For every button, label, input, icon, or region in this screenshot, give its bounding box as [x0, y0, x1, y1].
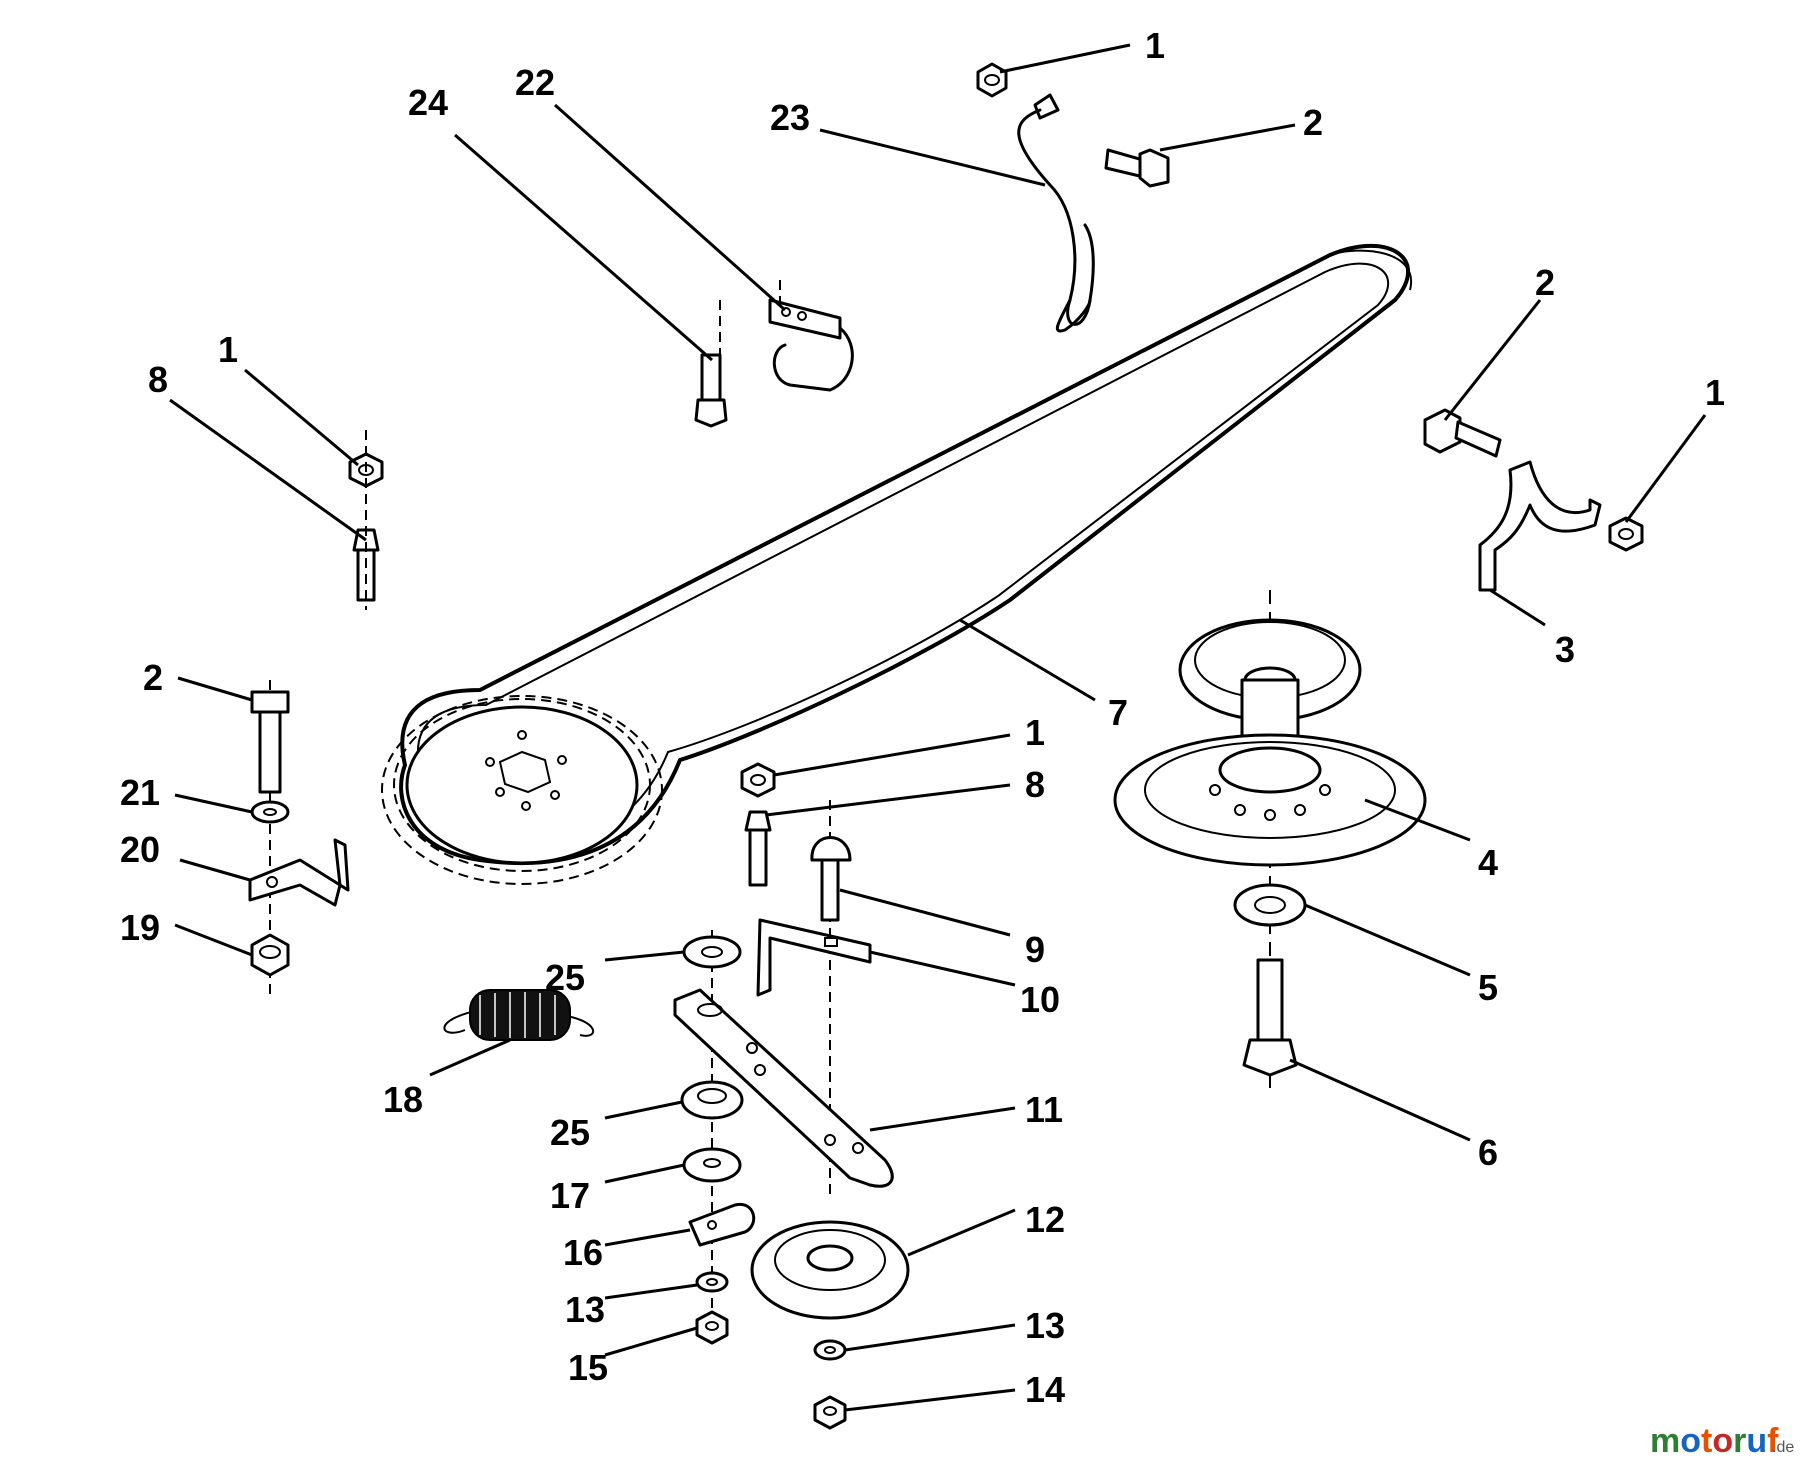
- callout-1: 1: [218, 329, 238, 370]
- idler-pulley-12: [750, 1220, 910, 1320]
- lock-washer-5: [1233, 883, 1307, 927]
- watermark-brand: motoruf: [1650, 1422, 1779, 1460]
- callout-16: 16: [563, 1232, 603, 1273]
- belt-guide-23: [1017, 93, 1095, 333]
- lock-nut-19: [250, 933, 290, 977]
- bushing-25a: [682, 935, 742, 969]
- engine-pulley: [381, 695, 663, 885]
- idler-bracket-20: [248, 838, 350, 907]
- spring-clip-16: [688, 1202, 756, 1247]
- callout-13: 13: [1025, 1305, 1065, 1346]
- watermark-letter: r: [1733, 1422, 1746, 1460]
- belt-guide-22: [719, 280, 854, 392]
- washer-13b: [813, 1339, 847, 1361]
- callout-25: 25: [545, 957, 585, 998]
- screw-24: [694, 353, 728, 428]
- callout-1: 1: [1705, 372, 1725, 413]
- callout-6: 6: [1478, 1132, 1498, 1173]
- bushing-25b: [680, 1080, 744, 1120]
- callout-labels: 1 2 23 22 24 2 1 1 8 3 7 2 1 8 21 20 4 9…: [120, 25, 1725, 1410]
- transmission-pulley-4: [1113, 590, 1427, 1090]
- callout-2: 2: [1535, 262, 1555, 303]
- callout-1: 1: [1025, 712, 1045, 753]
- callout-24: 24: [408, 82, 448, 123]
- callout-1: 1: [1145, 25, 1165, 66]
- belt-guide-3: [1478, 460, 1602, 592]
- leader-lines: [169, 43, 1707, 1412]
- hex-nut-1a: [976, 62, 1008, 98]
- flat-washer-17: [682, 1147, 742, 1183]
- watermark-letter: f: [1767, 1422, 1779, 1460]
- callout-12: 12: [1025, 1199, 1065, 1240]
- callout-10: 10: [1020, 979, 1060, 1020]
- callout-2: 2: [1303, 102, 1323, 143]
- watermark-letter: t: [1701, 1422, 1712, 1460]
- bolt-2a: [1104, 148, 1170, 188]
- bolt-2b: [1423, 408, 1502, 458]
- callout-18: 18: [383, 1079, 423, 1120]
- washer-21: [250, 800, 290, 824]
- callout-14: 14: [1025, 1369, 1065, 1410]
- watermark-logo: motoruf .de: [1650, 1422, 1794, 1460]
- hex-nut-1b: [1608, 516, 1644, 552]
- watermark-letter: o: [1680, 1422, 1701, 1460]
- callout-19: 19: [120, 907, 160, 948]
- bolt-6: [1242, 958, 1298, 1077]
- bolt-2c: [250, 690, 290, 794]
- washer-13a: [695, 1271, 729, 1293]
- callout-5: 5: [1478, 967, 1498, 1008]
- watermark-suffix: .de: [1772, 1439, 1794, 1456]
- hex-nut-1d: [740, 762, 776, 798]
- callout-13: 13: [565, 1289, 605, 1330]
- callout-9: 9: [1025, 929, 1045, 970]
- callout-4: 4: [1478, 842, 1498, 883]
- callout-8: 8: [148, 359, 168, 400]
- callout-15: 15: [568, 1347, 608, 1388]
- callout-22: 22: [515, 62, 555, 103]
- callout-11: 11: [1025, 1089, 1063, 1130]
- bracket-10: [756, 918, 872, 997]
- watermark-letter: u: [1746, 1422, 1767, 1460]
- callout-25: 25: [550, 1112, 590, 1153]
- callout-2: 2: [143, 657, 163, 698]
- carriage-bolt-9: [810, 836, 852, 922]
- callout-8: 8: [1025, 764, 1045, 805]
- callout-20: 20: [120, 829, 160, 870]
- callout-21: 21: [120, 772, 160, 813]
- callout-17: 17: [550, 1175, 590, 1216]
- spring-18: [443, 989, 595, 1041]
- nut-14: [813, 1395, 847, 1430]
- nut-15: [695, 1310, 729, 1345]
- callout-23: 23: [770, 97, 810, 138]
- idler-arm-11: [673, 988, 894, 1188]
- watermark-letter: m: [1650, 1422, 1680, 1460]
- callout-3: 3: [1555, 629, 1575, 670]
- watermark-letter: o: [1712, 1422, 1733, 1460]
- stud-8b: [744, 810, 772, 887]
- callout-7: 7: [1108, 692, 1128, 733]
